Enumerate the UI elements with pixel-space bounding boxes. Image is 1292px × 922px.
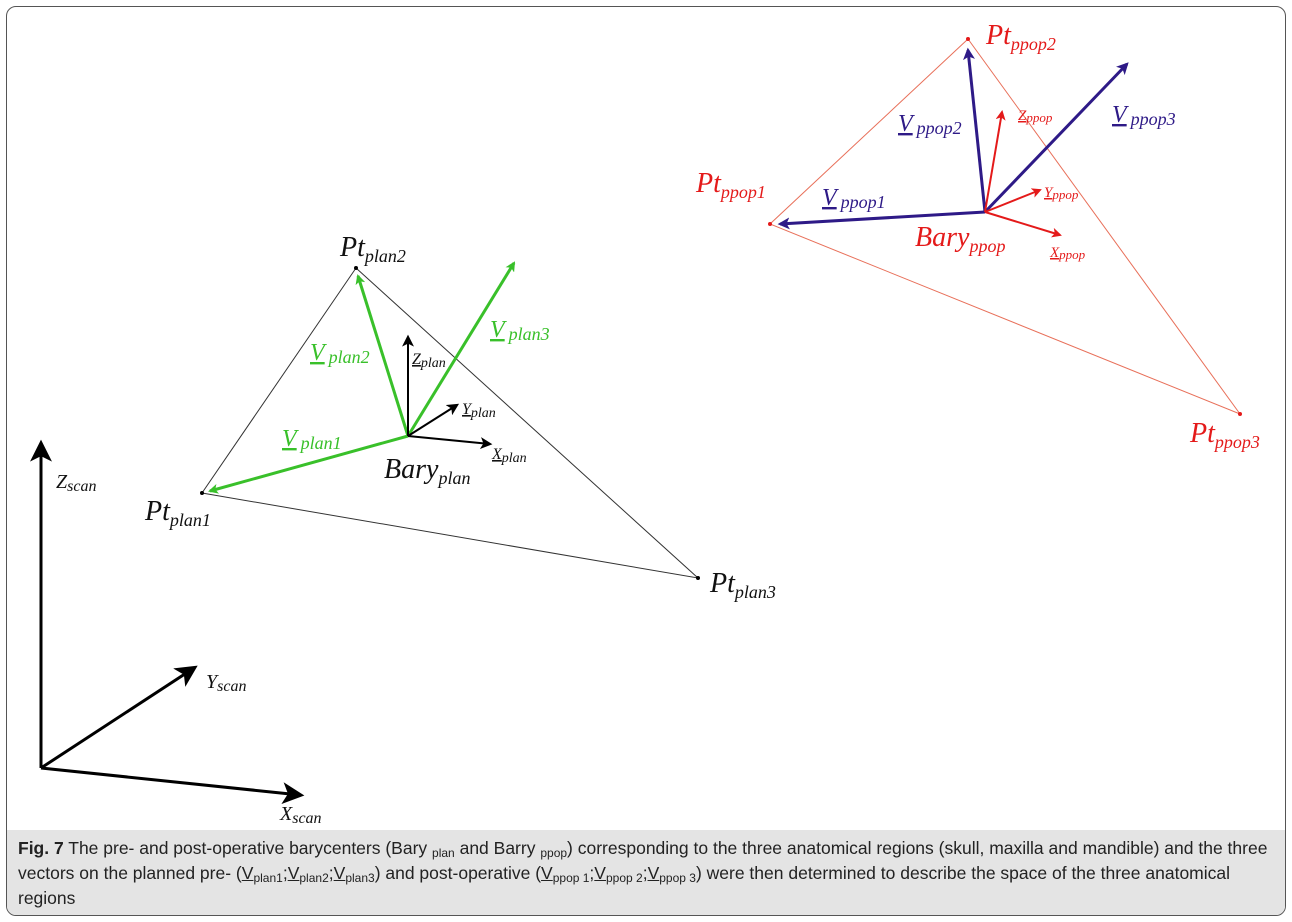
label-x-plan: Xplan: [491, 446, 527, 466]
label-pt-plan2: Ptplan2: [339, 232, 406, 266]
pt-plan2-point: [354, 266, 358, 270]
plan-triangle: [201, 267, 700, 579]
y-scan-axis: [40, 665, 198, 770]
ppop-triangle: [769, 38, 1242, 416]
label-pt-ppop2: Ptppop2: [985, 20, 1056, 54]
pt-ppop2-point: [966, 37, 970, 41]
v-plan1-arrow: [208, 434, 409, 494]
label-pt-ppop1: Ptppop1: [695, 168, 766, 202]
v-plan3-arrow: [406, 261, 516, 437]
label-x-ppop: Xppop: [1049, 245, 1086, 262]
pt-plan3-point: [696, 576, 700, 580]
ppop-group: [768, 37, 1242, 416]
label-z-ppop: Zppop: [1018, 108, 1053, 125]
label-z-plan: Zplan: [412, 351, 446, 371]
x-ppop-axis: [984, 211, 1062, 238]
pt-ppop3-point: [1238, 412, 1242, 416]
label-y-scan: Yscan: [206, 671, 246, 695]
label-z-scan: Zscan: [56, 471, 96, 495]
pt-ppop1-point: [768, 222, 772, 226]
label-x-scan: Xscan: [279, 803, 322, 827]
label-pt-ppop3: Ptppop3: [1189, 418, 1260, 452]
v-plan2-arrow: [355, 274, 410, 437]
label-pt-plan1: Ptplan1: [144, 496, 211, 530]
y-plan-axis: [407, 403, 460, 437]
label-bary-plan: Baryplan: [384, 454, 470, 488]
label-pt-plan3: Ptplan3: [709, 568, 776, 602]
z-ppop-axis: [984, 110, 1006, 213]
x-scan-axis: [40, 766, 305, 805]
v-ppop1-arrow: [777, 210, 986, 230]
label-bary-ppop: Baryppop: [915, 222, 1005, 256]
caption-fig-label: Fig. 7: [18, 838, 64, 858]
pt-plan1-point: [200, 491, 204, 495]
x-plan-axis: [407, 435, 493, 450]
scan-axes: [30, 439, 305, 805]
label-y-ppop: Yppop: [1044, 185, 1079, 202]
v-ppop3-arrow: [983, 62, 1129, 214]
caption-band: [7, 830, 1285, 915]
v-ppop2-arrow: [963, 47, 987, 213]
label-y-plan: Yplan: [462, 401, 496, 421]
plan-group: [200, 261, 700, 580]
figure-frame: [6, 6, 1286, 916]
figure-caption: Fig. 7 The pre- and post-operative baryc…: [18, 838, 1268, 908]
y-ppop-axis: [984, 188, 1042, 213]
